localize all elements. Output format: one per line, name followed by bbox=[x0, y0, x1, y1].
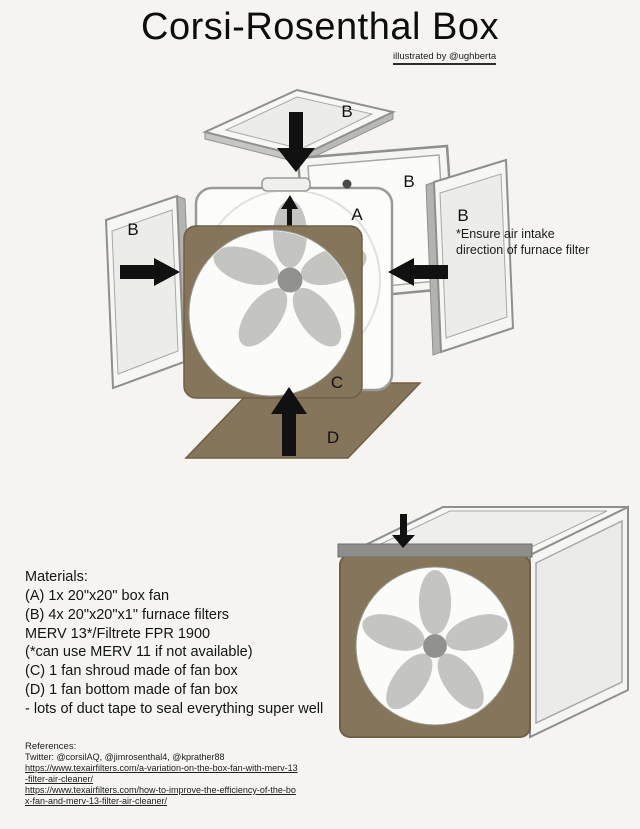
fan-shroud bbox=[183, 225, 363, 399]
assembled-intake-arrow bbox=[392, 514, 415, 548]
references-list: References: Twitter: @corsilAQ, @jimrose… bbox=[25, 741, 335, 806]
materials-line-merv: MERV 13*/Filtrete FPR 1900 bbox=[25, 625, 211, 642]
exploded-diagram: B B B B A C D bbox=[104, 88, 515, 459]
air-intake-note: *Ensure air intake direction of furnace … bbox=[456, 227, 589, 258]
materials-line-shroud: (C) 1 fan shroud made of fan box bbox=[25, 663, 238, 680]
right-filter-panel bbox=[425, 158, 515, 356]
left-filter-panel bbox=[104, 194, 193, 390]
reference-url-line: https://www.texairfilters.com/a-variatio… bbox=[25, 763, 298, 774]
label-top-filter: B bbox=[341, 102, 352, 121]
assembled-side-filter bbox=[529, 505, 629, 739]
materials-line-tape: - lots of duct tape to seal everything s… bbox=[25, 700, 324, 717]
assembled-box-diagram bbox=[337, 505, 629, 739]
materials-heading: Materials: bbox=[25, 569, 88, 585]
airflow-up-arrow bbox=[271, 387, 307, 456]
assembled-top-edge bbox=[337, 543, 533, 558]
materials-list: Materials: (A) 1x 20"x20" box fan (B) 4x… bbox=[25, 568, 343, 719]
reference-url-line: -filter-air-cleaner/ bbox=[25, 773, 94, 784]
airflow-left-arrow bbox=[388, 258, 448, 286]
label-right-filter: B bbox=[457, 206, 468, 225]
references-twitter: Twitter: @corsilAQ, @jimrosenthal4, @kpr… bbox=[25, 752, 225, 763]
airflow-down-arrow bbox=[277, 112, 315, 172]
materials-line-filters: (B) 4x 20"x20"x1" furnace filters bbox=[25, 606, 230, 623]
materials-line-merv-alt: (*can use MERV 11 if not available) bbox=[25, 644, 253, 661]
label-back-filter: B bbox=[403, 172, 414, 191]
air-intake-note-line1: *Ensure air intake bbox=[456, 227, 555, 241]
references-heading: References: bbox=[25, 741, 77, 752]
illustrator-credit: illustrated by @ughberta bbox=[393, 51, 497, 65]
page-title: Corsi-Rosenthal Box bbox=[141, 6, 499, 48]
air-intake-note-line2: direction of furnace filter bbox=[456, 242, 590, 257]
fan-handle bbox=[261, 177, 311, 192]
assembled-front-shroud bbox=[337, 543, 533, 738]
fan-exhaust-arrow bbox=[281, 195, 298, 226]
label-fan: A bbox=[351, 205, 363, 224]
materials-line-bottom: (D) 1 fan bottom made of fan box bbox=[25, 682, 238, 699]
label-shroud: C bbox=[331, 373, 343, 392]
label-fan-bottom: D bbox=[327, 428, 339, 447]
fan-knob bbox=[342, 179, 352, 189]
label-left-filter: B bbox=[127, 220, 138, 239]
materials-line-fan: (A) 1x 20"x20" box fan bbox=[25, 587, 170, 604]
reference-url-line: x-fan-and-merv-13-filter-air-cleaner/ bbox=[25, 795, 168, 806]
reference-url-line: https://www.texairfilters.com/how-to-imp… bbox=[25, 784, 296, 795]
airflow-right-arrow bbox=[120, 258, 180, 286]
